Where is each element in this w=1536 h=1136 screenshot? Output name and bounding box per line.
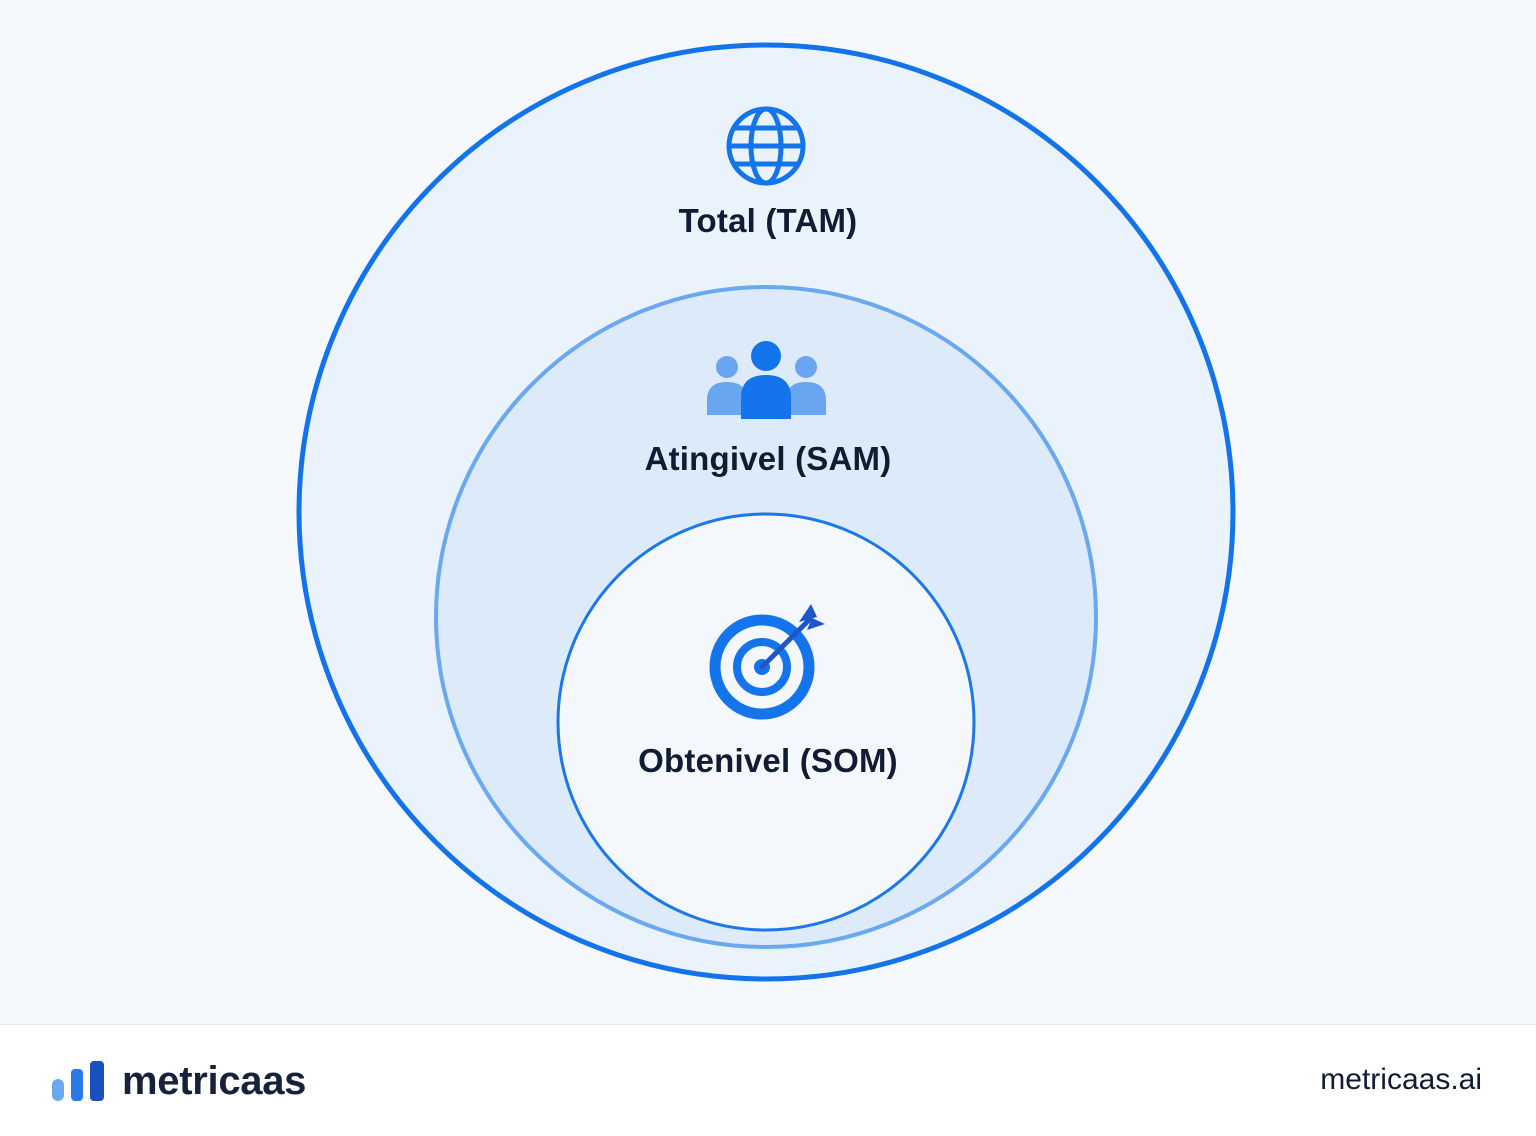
footer-bar: metricaas metricaas.ai bbox=[0, 1024, 1536, 1136]
som-label: Obtenivel (SOM) bbox=[638, 742, 898, 779]
brand-logo[interactable]: metricaas bbox=[52, 1057, 306, 1105]
sam-label: Atingivel (SAM) bbox=[644, 440, 892, 477]
globe-icon bbox=[726, 106, 806, 186]
bar-chart-icon bbox=[52, 1061, 104, 1101]
diagram-canvas: Total (TAM) Atingivel (SAM) Obtenivel (S… bbox=[296, 42, 1236, 982]
brand-name: metricaas bbox=[122, 1058, 307, 1103]
tam-label: Total (TAM) bbox=[678, 202, 858, 239]
target-icon bbox=[709, 604, 825, 720]
nested-circles-diagram bbox=[296, 42, 1236, 982]
users-icon bbox=[707, 341, 826, 419]
som-circle bbox=[556, 512, 976, 932]
site-url-link[interactable]: metricaas.ai bbox=[1320, 1063, 1482, 1096]
